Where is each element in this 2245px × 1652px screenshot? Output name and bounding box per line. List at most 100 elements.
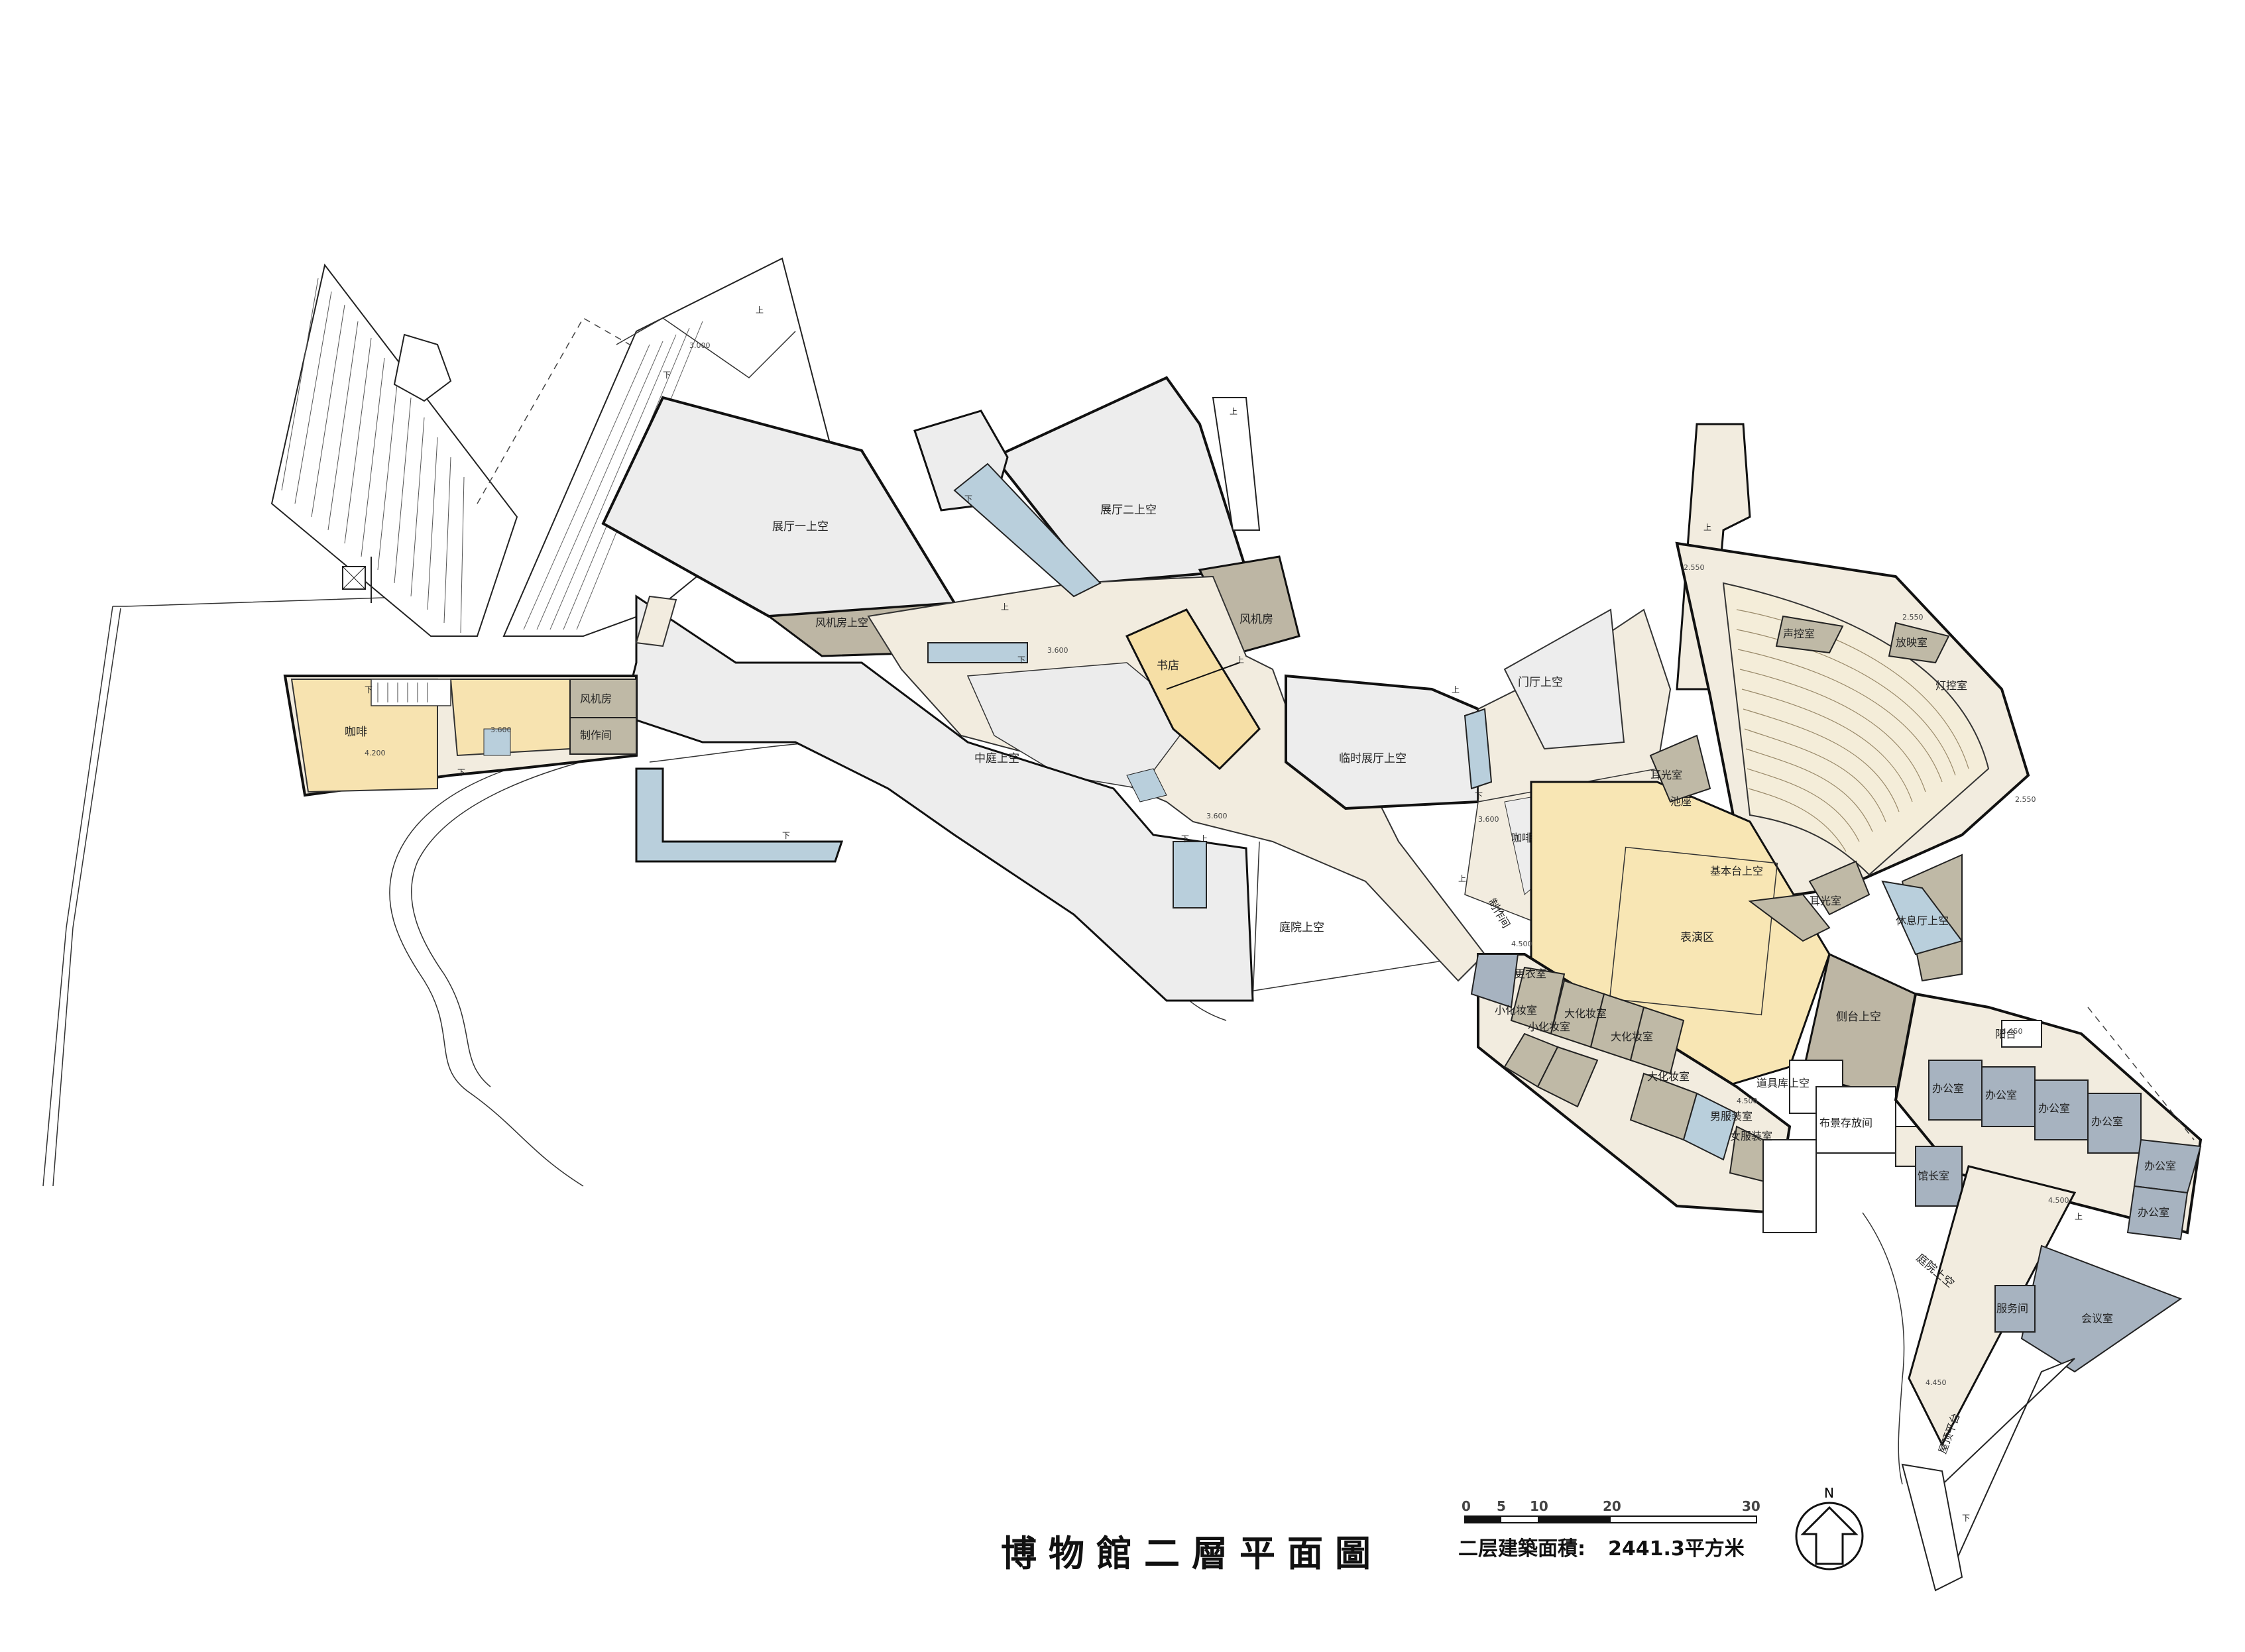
label-meeting: 会议室 (2081, 1312, 2113, 1325)
up-mark: 上 (1200, 834, 1208, 844)
level-mark: 4.450 (2002, 1027, 2023, 1036)
label-office2: 办公室 (1985, 1089, 2017, 1101)
label-side-stage-void: 侧台上空 (1836, 1011, 1881, 1024)
level-mark: 4.500 (1737, 1097, 1758, 1105)
site-edge-west (42, 606, 113, 1187)
label-fan-void: 风机房上空 (815, 616, 868, 629)
north-arrow: N (1795, 1485, 1864, 1570)
down-mark: 下 (663, 370, 671, 380)
label-dressing-small2: 小化妆室 (1528, 1020, 1570, 1033)
level-mark: 4.500 (1511, 940, 1532, 948)
label-control: 声控室 (1783, 628, 1815, 640)
level-mark: 2.550 (1902, 613, 1924, 622)
label-dressing-big3: 大化妆室 (1647, 1070, 1690, 1083)
up-mark: 上 (1236, 655, 1244, 665)
level-mark: 2.550 (2015, 795, 2036, 804)
label-dressing-small1: 小化妆室 (1495, 1004, 1537, 1017)
label-office5: 办公室 (2144, 1160, 2176, 1172)
level-marks: 3.000 3.600 3.600 3.600 4.200 2.550 2.55… (365, 341, 2069, 1387)
label-office1: 办公室 (1932, 1082, 1964, 1095)
down-mark: 下 (964, 494, 972, 504)
area-value: 2441.3平方米 (1608, 1537, 1745, 1561)
label-office4: 办公室 (2091, 1115, 2123, 1128)
area-line: 二层建築面積: 2441.3平方米 (1458, 1532, 1745, 1561)
north-arrow-icon (1800, 1506, 1859, 1565)
label-lobby-void: 门厅上空 (1518, 676, 1563, 689)
scale-tick: 0 (1462, 1498, 1471, 1514)
label-pool: 池座 (1670, 795, 1692, 808)
west-cafe-block (283, 595, 844, 863)
courtyard-line (1252, 841, 1260, 1001)
label-workshop-west: 制作间 (580, 729, 612, 742)
label-rest-void: 休息厅上空 (1896, 914, 1949, 927)
label-hall1-void: 展厅一上空 (772, 520, 829, 533)
level-mark: 4.450 (1926, 1378, 1947, 1387)
up-mark: 上 (1703, 523, 1711, 532)
label-balcony: 阳台 (1995, 1028, 2016, 1040)
label-stage-void: 基本台上空 (1710, 865, 1763, 877)
site-edge-west-2 (52, 608, 121, 1187)
level-mark: 3.000 (689, 341, 711, 350)
up-mark: 上 (756, 305, 764, 315)
level-mark: 3.600 (490, 726, 512, 734)
label-scenery: 布景存放间 (1819, 1117, 1872, 1129)
updown-marks: 上 下 上 下 上 下 下 上 上 下 下 下 上 下 上 上 上 下 (365, 305, 2083, 1523)
down-mark: 下 (1962, 1514, 1970, 1523)
scale-bar: 0 5 10 20 30 (1462, 1498, 1760, 1523)
label-costume-f: 女服装室 (1730, 1130, 1772, 1142)
bookstore (1125, 608, 1261, 771)
up-mark: 上 (1452, 685, 1460, 694)
river-edge-1 (389, 748, 594, 1187)
label-director: 馆长室 (1918, 1170, 1949, 1182)
label-changing: 更衣室 (1515, 967, 1546, 980)
label-service: 服务间 (1996, 1302, 2028, 1315)
label-light-room: 灯控室 (1935, 679, 1967, 692)
north-label: N (1824, 1485, 1834, 1501)
level-mark: 4.200 (365, 749, 386, 757)
river-edge-2 (411, 755, 607, 1087)
label-cafe-small: 咖啡 (1511, 832, 1532, 844)
up-mark: 上 (1001, 602, 1009, 612)
label-cafe: 咖啡 (345, 726, 367, 739)
label-dressing-big2: 大化妆室 (1611, 1030, 1653, 1043)
drawing-title: 博物館二層平面圖 (1001, 1532, 1383, 1574)
label-face-light-e: 耳光室 (1810, 895, 1841, 907)
down-mark: 下 (782, 831, 790, 840)
down-mark: 下 (365, 685, 373, 694)
amphitheater (270, 263, 518, 637)
middle-stairs (927, 397, 1493, 909)
label-temp-hall-void: 临时展厅上空 (1339, 752, 1407, 765)
level-mark: 3.600 (1206, 812, 1228, 820)
office-wing (1894, 992, 2203, 1592)
label-dressing-big1: 大化妆室 (1564, 1007, 1607, 1020)
label-face-light-w: 耳光室 (1650, 769, 1682, 781)
area-label: 二层建築面積: (1458, 1537, 1585, 1561)
level-mark: 4.500 (2048, 1196, 2069, 1205)
label-performance: 表演区 (1680, 931, 1714, 944)
up-mark: 上 (2075, 1212, 2083, 1221)
site-edge-north (113, 596, 428, 607)
down-mark: 下 (457, 768, 465, 777)
scale-tick: 5 (1497, 1498, 1506, 1514)
label-office6: 办公室 (2138, 1206, 2169, 1219)
scale-tick: 30 (1742, 1498, 1760, 1514)
label-fan-room-west: 风机房 (580, 692, 612, 705)
label-atrium-void: 中庭上空 (974, 752, 1019, 765)
up-mark: 上 (1458, 874, 1466, 883)
up-mark: 上 (1230, 407, 1238, 416)
level-mark: 3.600 (1047, 646, 1068, 655)
label-bookstore: 书店 (1157, 659, 1179, 673)
label-hall2-void: 展厅二上空 (1100, 504, 1157, 517)
label-prop-void: 道具库上空 (1756, 1077, 1810, 1089)
label-courtyard-void: 庭院上空 (1279, 921, 1324, 934)
label-fan-room-top: 风机房 (1239, 613, 1273, 626)
down-mark: 下 (1017, 655, 1025, 665)
level-mark: 3.600 (1478, 815, 1499, 824)
label-projection: 放映室 (1896, 636, 1928, 649)
scale-tick: 10 (1530, 1498, 1548, 1514)
down-mark: 下 (1181, 834, 1189, 844)
east-ground (1862, 1212, 1905, 1485)
level-mark: 2.550 (1684, 563, 1705, 572)
down-mark: 下 (1475, 791, 1483, 800)
